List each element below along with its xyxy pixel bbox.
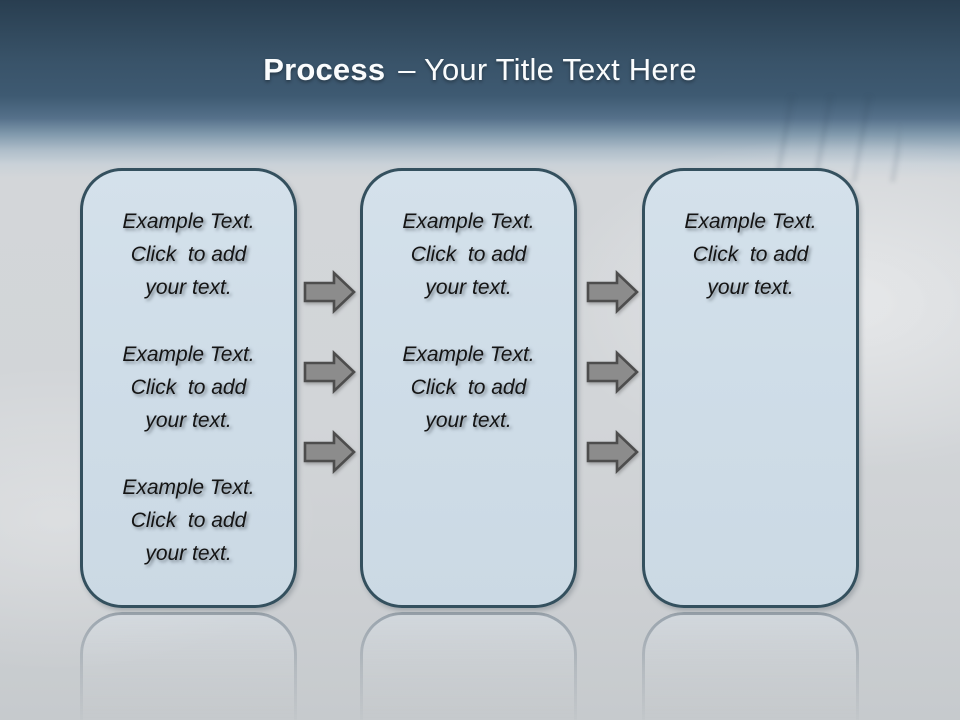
slide-title[interactable]: Process – Your Title Text Here	[0, 52, 960, 88]
text-placeholder[interactable]: Example Text. Click to add your text.	[122, 476, 255, 565]
process-box-1-content: Example Text. Click to add your text. Ex…	[83, 171, 294, 570]
box-reflection	[80, 612, 297, 720]
text-placeholder[interactable]: Example Text. Click to add your text.	[122, 210, 255, 299]
process-box-3-content: Example Text. Click to add your text.	[645, 171, 856, 304]
text-placeholder[interactable]: Example Text. Click to add your text.	[402, 343, 535, 432]
arrow-right-icon	[586, 430, 639, 474]
slide-title-keyword: Process	[263, 52, 386, 87]
process-box-3[interactable]: Example Text. Click to add your text.	[642, 168, 859, 608]
text-placeholder[interactable]: Example Text. Click to add your text.	[402, 210, 535, 299]
arrow-right-icon	[303, 270, 356, 314]
process-box-1[interactable]: Example Text. Click to add your text. Ex…	[80, 168, 297, 608]
slide-title-subtitle: – Your Title Text Here	[398, 52, 697, 87]
arrow-right-icon	[303, 350, 356, 394]
process-box-2[interactable]: Example Text. Click to add your text. Ex…	[360, 168, 577, 608]
text-placeholder[interactable]: Example Text. Click to add your text.	[122, 343, 255, 432]
box-reflection	[642, 612, 859, 720]
text-placeholder[interactable]: Example Text. Click to add your text.	[684, 210, 817, 299]
box-reflection	[360, 612, 577, 720]
arrow-right-icon	[303, 430, 356, 474]
arrow-right-icon	[586, 350, 639, 394]
process-box-2-content: Example Text. Click to add your text. Ex…	[363, 171, 574, 437]
arrow-right-icon	[586, 270, 639, 314]
